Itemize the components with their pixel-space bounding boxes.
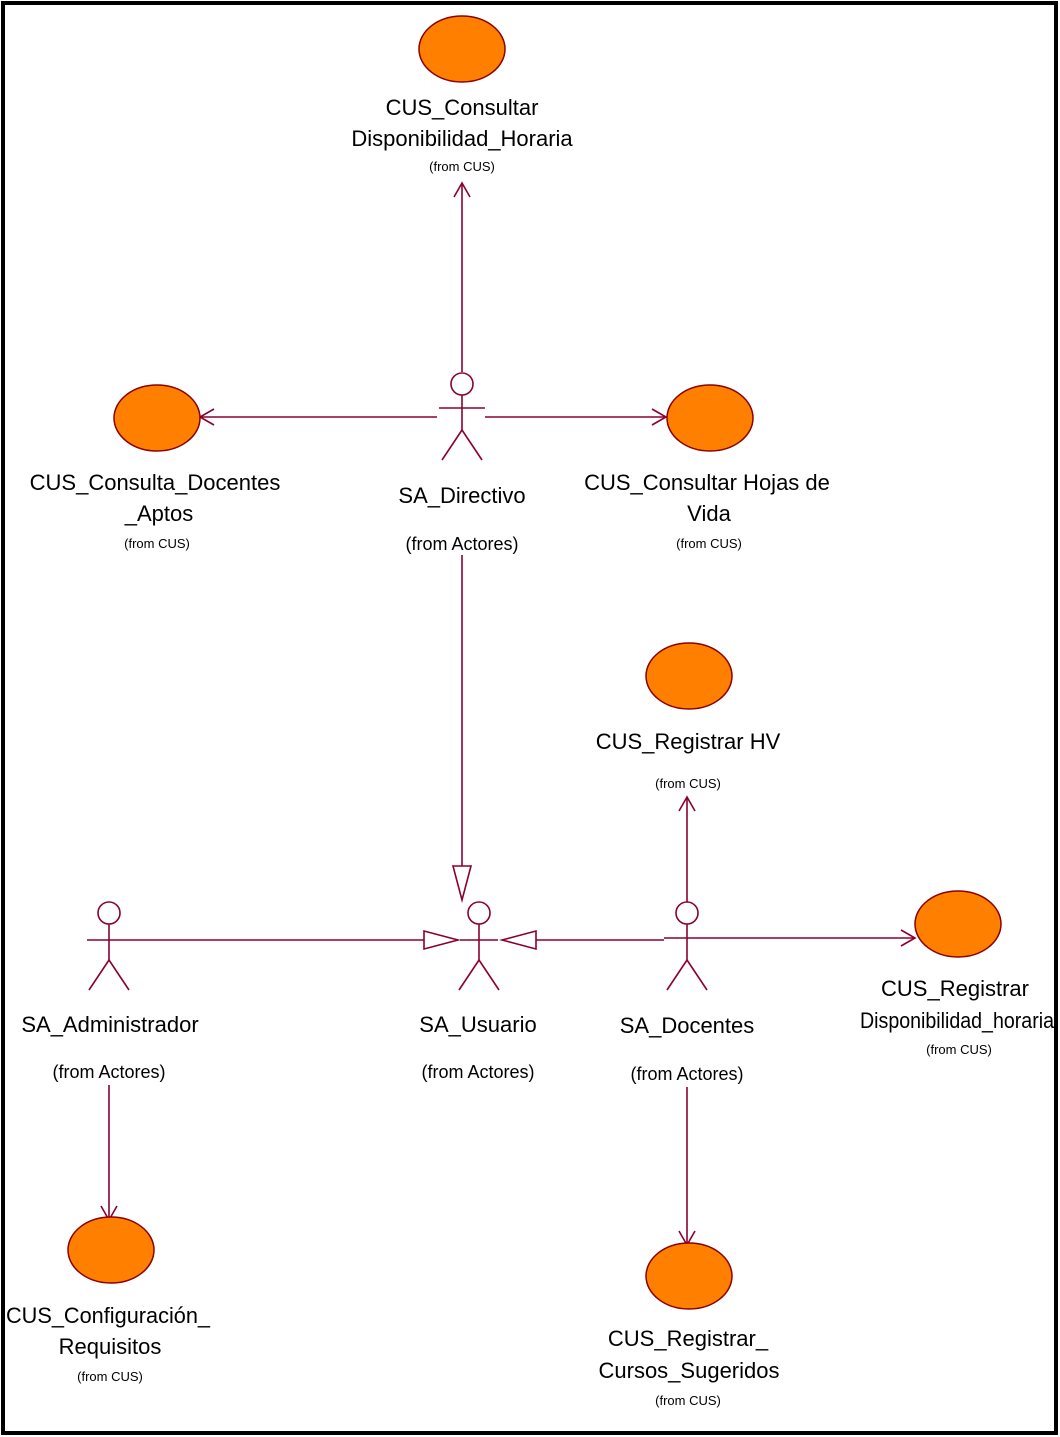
use-case-registrar-cursos-sugeridos[interactable]: CUS_Registrar_ Cursos_Sugeridos (from CU… — [599, 1242, 780, 1408]
actor-figure-leg-left — [441, 429, 463, 461]
actor-package: (from Actores) — [421, 1062, 534, 1082]
use-case-package: (from CUS) — [926, 1042, 992, 1057]
assoc-docentes-registrar-hv — [678, 795, 696, 902]
use-case-name-line1: CUS_Consultar — [386, 95, 539, 120]
use-case-package: (from CUS) — [676, 536, 742, 551]
use-case-package: (from CUS) — [429, 159, 495, 174]
actor-name: SA_Administrador — [21, 1012, 198, 1037]
use-case-ellipse — [914, 890, 1002, 958]
actor-package: (from Actores) — [630, 1064, 743, 1084]
use-case-package: (from CUS) — [655, 776, 721, 791]
actor-usuario[interactable]: SA_Usuario (from Actores) — [419, 901, 537, 1082]
use-case-ellipse — [666, 384, 754, 452]
use-case-name-line2: Vida — [687, 501, 731, 526]
actor-package: (from Actores) — [405, 534, 518, 554]
actor-name: SA_Directivo — [398, 483, 525, 508]
use-case-ellipse — [645, 1242, 733, 1310]
actor-figure-head — [97, 901, 121, 925]
use-case-name-line1: CUS_Registrar HV — [596, 729, 781, 754]
use-case-registrar-hv[interactable]: CUS_Registrar HV (from CUS) — [596, 642, 781, 791]
actor-directivo[interactable]: SA_Directivo (from Actores) — [398, 372, 526, 554]
use-case-name-line2: Cursos_Sugeridos — [599, 1358, 780, 1383]
use-case-name-line2: _Aptos — [124, 501, 194, 526]
actor-figure-head — [467, 901, 491, 925]
use-case-package: (from CUS) — [655, 1393, 721, 1408]
use-case-name-line2: Disponibilidad_Horaria — [351, 126, 573, 151]
actor-figure-leg-right — [461, 429, 483, 461]
use-case-name-line1: CUS_Configuración_ — [6, 1303, 211, 1328]
use-case-name-line2: Requisitos — [59, 1334, 162, 1359]
use-case-consultar-disponibilidad-horaria[interactable]: CUS_Consultar Disponibilidad_Horaria (fr… — [351, 15, 573, 174]
generalization-directivo-usuario — [451, 555, 473, 904]
use-case-consultar-hojas-de-vida[interactable]: CUS_Consultar Hojas de Vida (from CUS) — [584, 384, 830, 551]
use-case-ellipse — [113, 384, 201, 452]
use-case-package: (from CUS) — [124, 536, 190, 551]
generalization-administrador-usuario — [131, 929, 462, 951]
use-case-registrar-disponibilidad-horaria[interactable]: CUS_Registrar Disponibilidad_horaria (fr… — [860, 890, 1055, 1057]
use-case-name-line1: CUS_Consultar Hojas de — [584, 470, 830, 495]
use-case-ellipse — [418, 15, 506, 83]
actor-name: SA_Usuario — [419, 1012, 536, 1037]
actor-package: (from Actores) — [52, 1062, 165, 1082]
use-case-name-line1: CUS_Registrar — [881, 976, 1029, 1001]
actor-figure-leg-right — [108, 959, 130, 991]
use-case-ellipse — [67, 1216, 155, 1284]
use-case-name-line2: Disponibilidad_horaria — [860, 1008, 1055, 1033]
actor-figure-head — [675, 901, 699, 925]
use-case-package: (from CUS) — [77, 1369, 143, 1384]
actor-figure-leg-left — [666, 959, 688, 991]
assoc-docentes-registrar-disponibilidad — [710, 929, 917, 947]
actor-figure-leg-left — [88, 959, 110, 991]
actor-figure-leg-right — [478, 959, 500, 991]
generalization-docentes-usuario — [498, 929, 664, 951]
assoc-directivo-consultar-hojas-vida — [485, 408, 668, 426]
actor-docentes[interactable]: SA_Docentes (from Actores) — [620, 901, 755, 1084]
use-case-configuracion-requisitos[interactable]: CUS_Configuración_ Requisitos (from CUS) — [6, 1216, 211, 1384]
actor-figure-head — [450, 372, 474, 396]
actor-administrador[interactable]: SA_Administrador (from Actores) — [21, 901, 199, 1082]
actor-name: SA_Docentes — [620, 1013, 755, 1038]
use-case-ellipse — [645, 642, 733, 710]
use-case-name-line1: CUS_Consulta_Docentes — [30, 470, 281, 495]
actor-figure-leg-right — [686, 959, 708, 991]
assoc-directivo-consultar-disponibilidad — [453, 181, 471, 372]
actor-figure-leg-left — [458, 959, 480, 991]
use-case-consulta-docentes-aptos[interactable]: CUS_Consulta_Docentes _Aptos (from CUS) — [30, 384, 281, 551]
use-case-name-line1: CUS_Registrar_ — [608, 1326, 769, 1351]
